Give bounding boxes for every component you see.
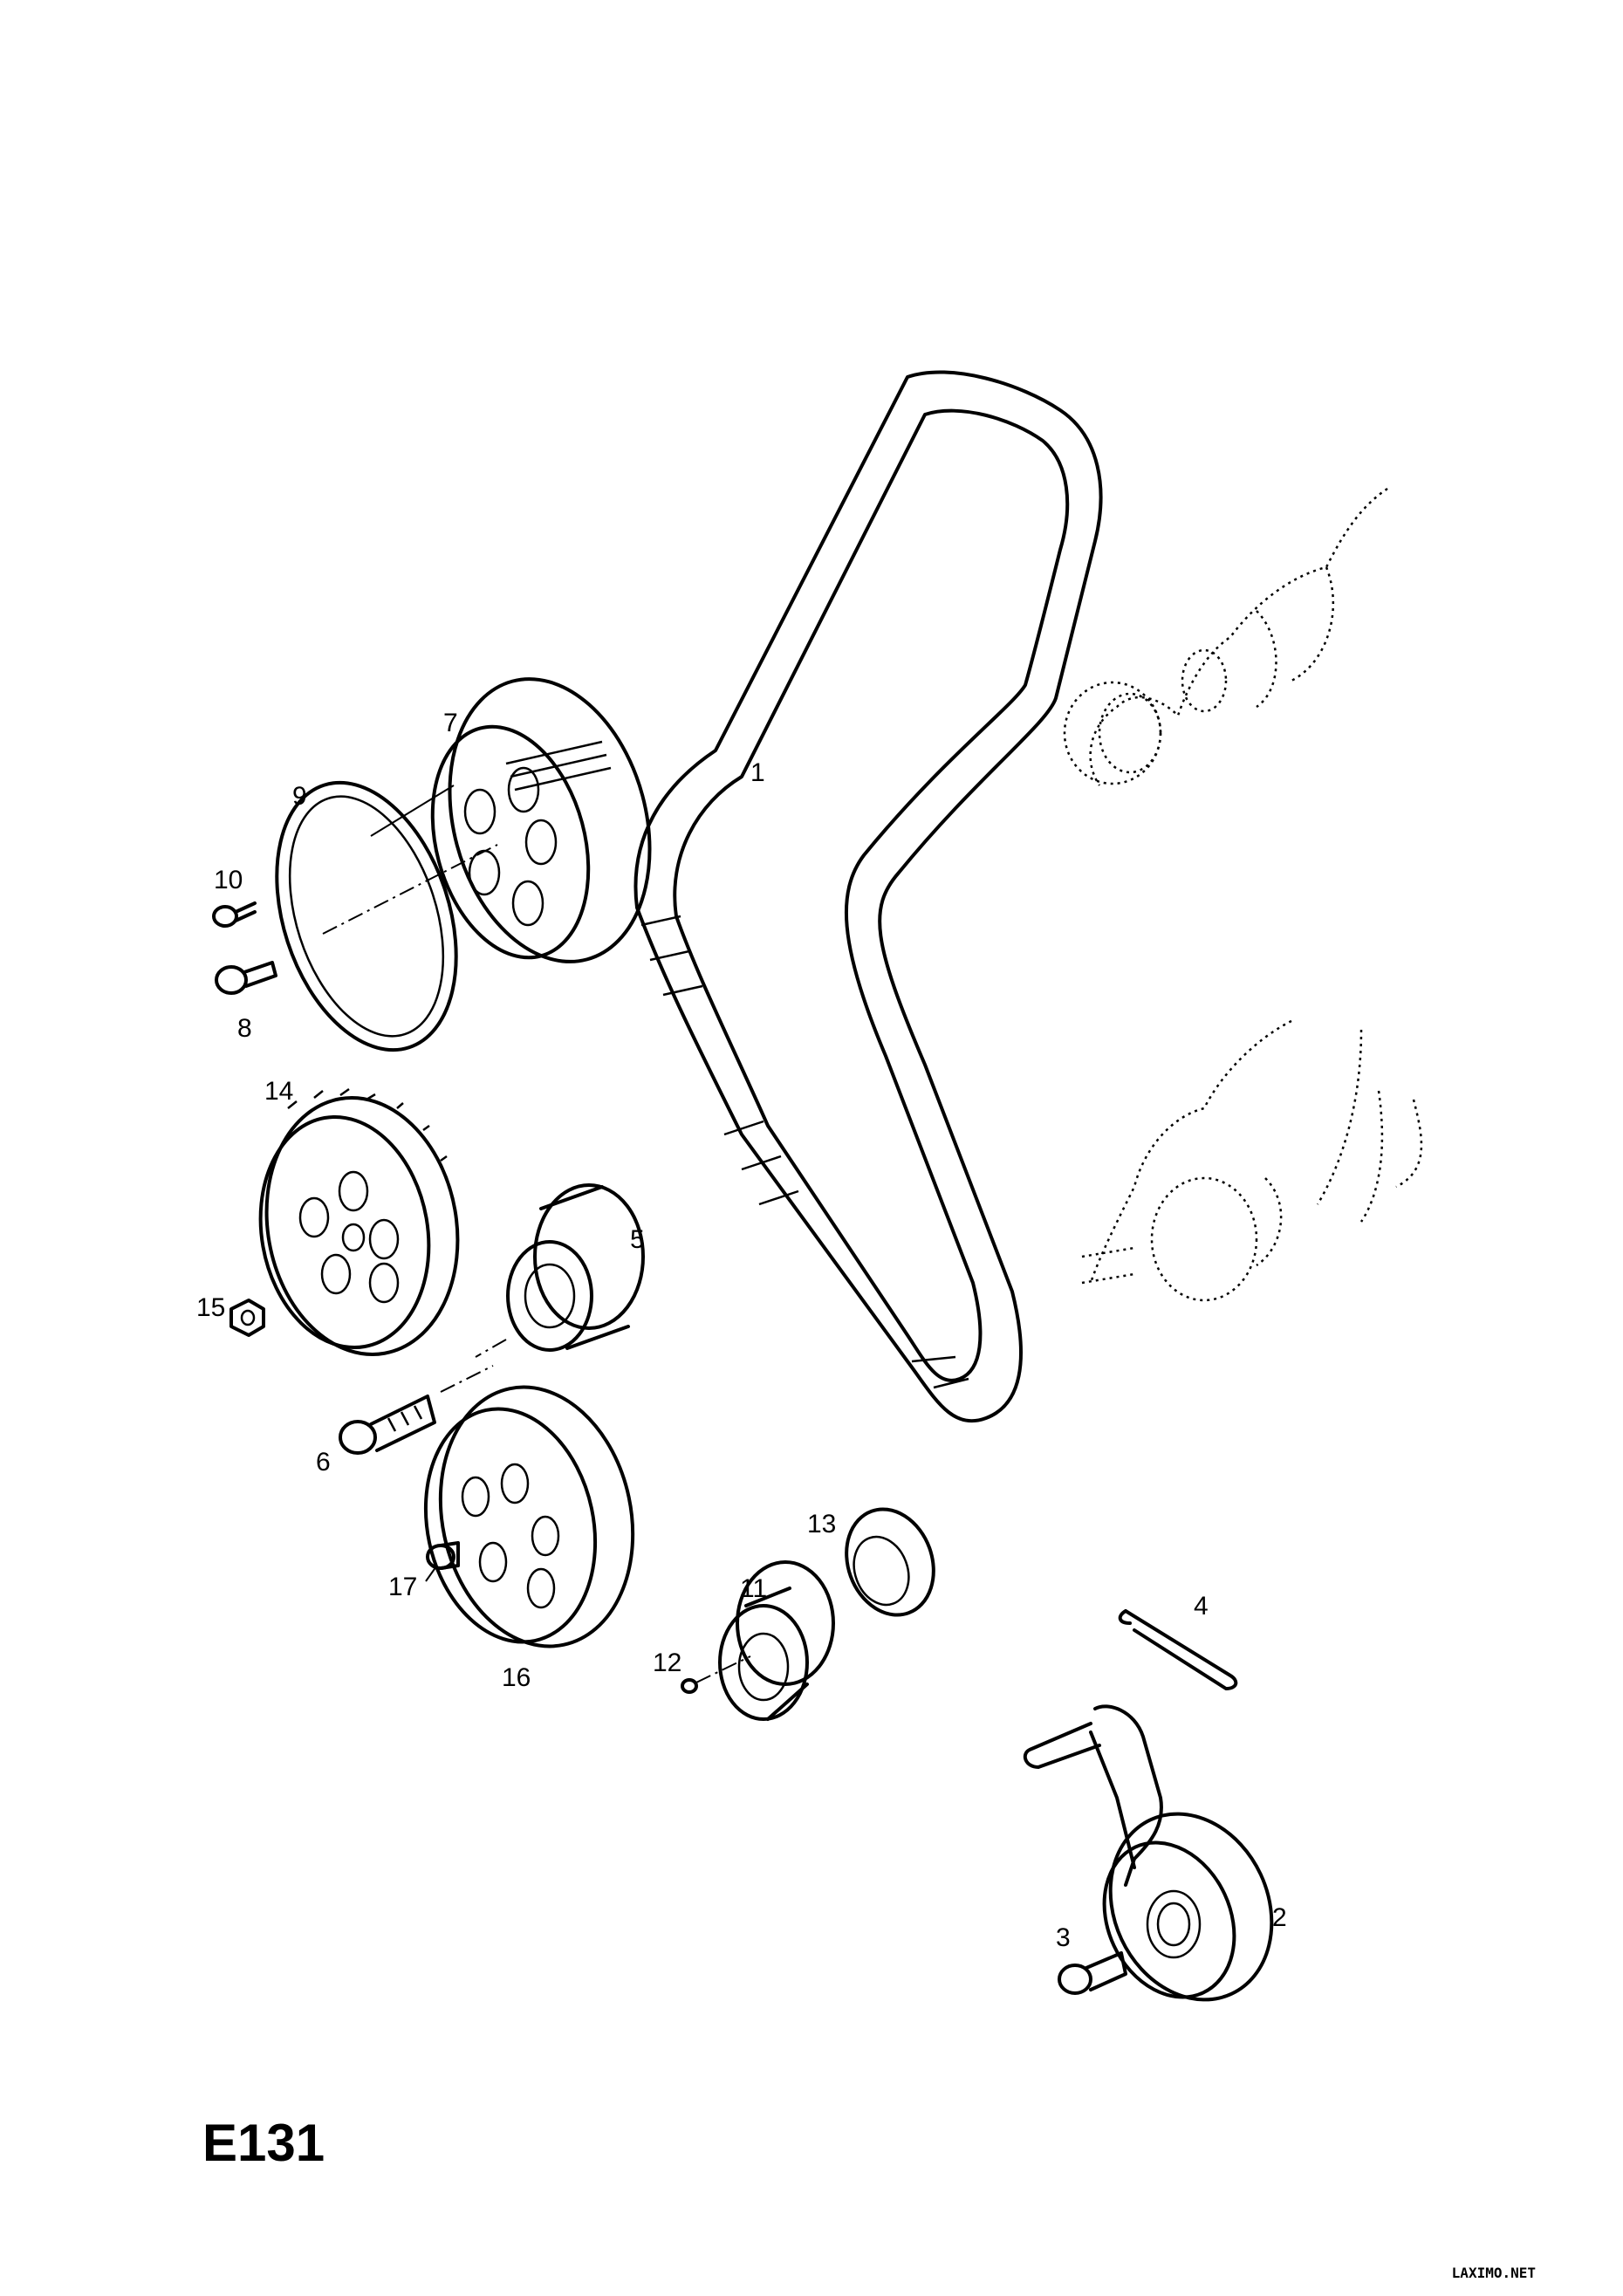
part-9-backing-plate[interactable]: 9	[245, 759, 488, 1073]
part-14-sprocket[interactable]: 14	[243, 1077, 477, 1370]
part-2-tensioner[interactable]: 2	[1023, 1704, 1301, 2026]
callout-11: 11	[740, 1574, 767, 1603]
callout-1: 1	[750, 758, 765, 787]
callout-8: 8	[237, 1014, 252, 1043]
callout-17: 17	[388, 1573, 417, 1601]
part-16-sprocket[interactable]: 16	[405, 1369, 656, 1692]
part-13-seal-ring[interactable]: 13	[807, 1497, 948, 1627]
part-8-bolt[interactable]: 8	[215, 961, 277, 1043]
part-7-camshaft-pulley[interactable]: 7	[408, 656, 680, 984]
part-6-long-bolt[interactable]: 6	[316, 1365, 494, 1477]
diagram-code: E131	[202, 2114, 325, 2172]
callout-15: 15	[196, 1293, 225, 1322]
callout-7: 7	[443, 709, 458, 737]
part-5-idler-roller[interactable]: 5	[475, 1183, 645, 1358]
callout-5: 5	[630, 1225, 645, 1254]
part-10-screw[interactable]: 10	[212, 866, 257, 928]
callout-16: 16	[502, 1663, 531, 1692]
callout-13: 13	[807, 1510, 836, 1539]
part-15-nut[interactable]: 15	[196, 1293, 265, 1337]
watermark: LAXIMO.NET	[1452, 2265, 1536, 2281]
assembly-lines-7-9	[322, 785, 498, 935]
engine-block-ghost	[1063, 487, 1423, 1302]
part-1-timing-belt[interactable]: 1	[633, 370, 1103, 1423]
callout-14: 14	[264, 1077, 293, 1106]
callout-6: 6	[316, 1448, 331, 1477]
part-3-tensioner-bolt[interactable]: 3	[1056, 1923, 1127, 1995]
part-17-dowel-pin[interactable]: 17	[388, 1541, 460, 1601]
part-4-spring-clip[interactable]: 4	[1118, 1592, 1238, 1690]
callout-12: 12	[653, 1648, 681, 1677]
callout-10: 10	[214, 866, 243, 894]
part-11-crank-sprocket[interactable]: 11	[718, 1560, 835, 1721]
part-12-woodruff-key[interactable]: 12	[653, 1648, 751, 1694]
callout-9: 9	[292, 782, 307, 811]
callout-4: 4	[1194, 1592, 1209, 1621]
callout-3: 3	[1056, 1923, 1071, 1952]
callout-2: 2	[1272, 1903, 1287, 1932]
